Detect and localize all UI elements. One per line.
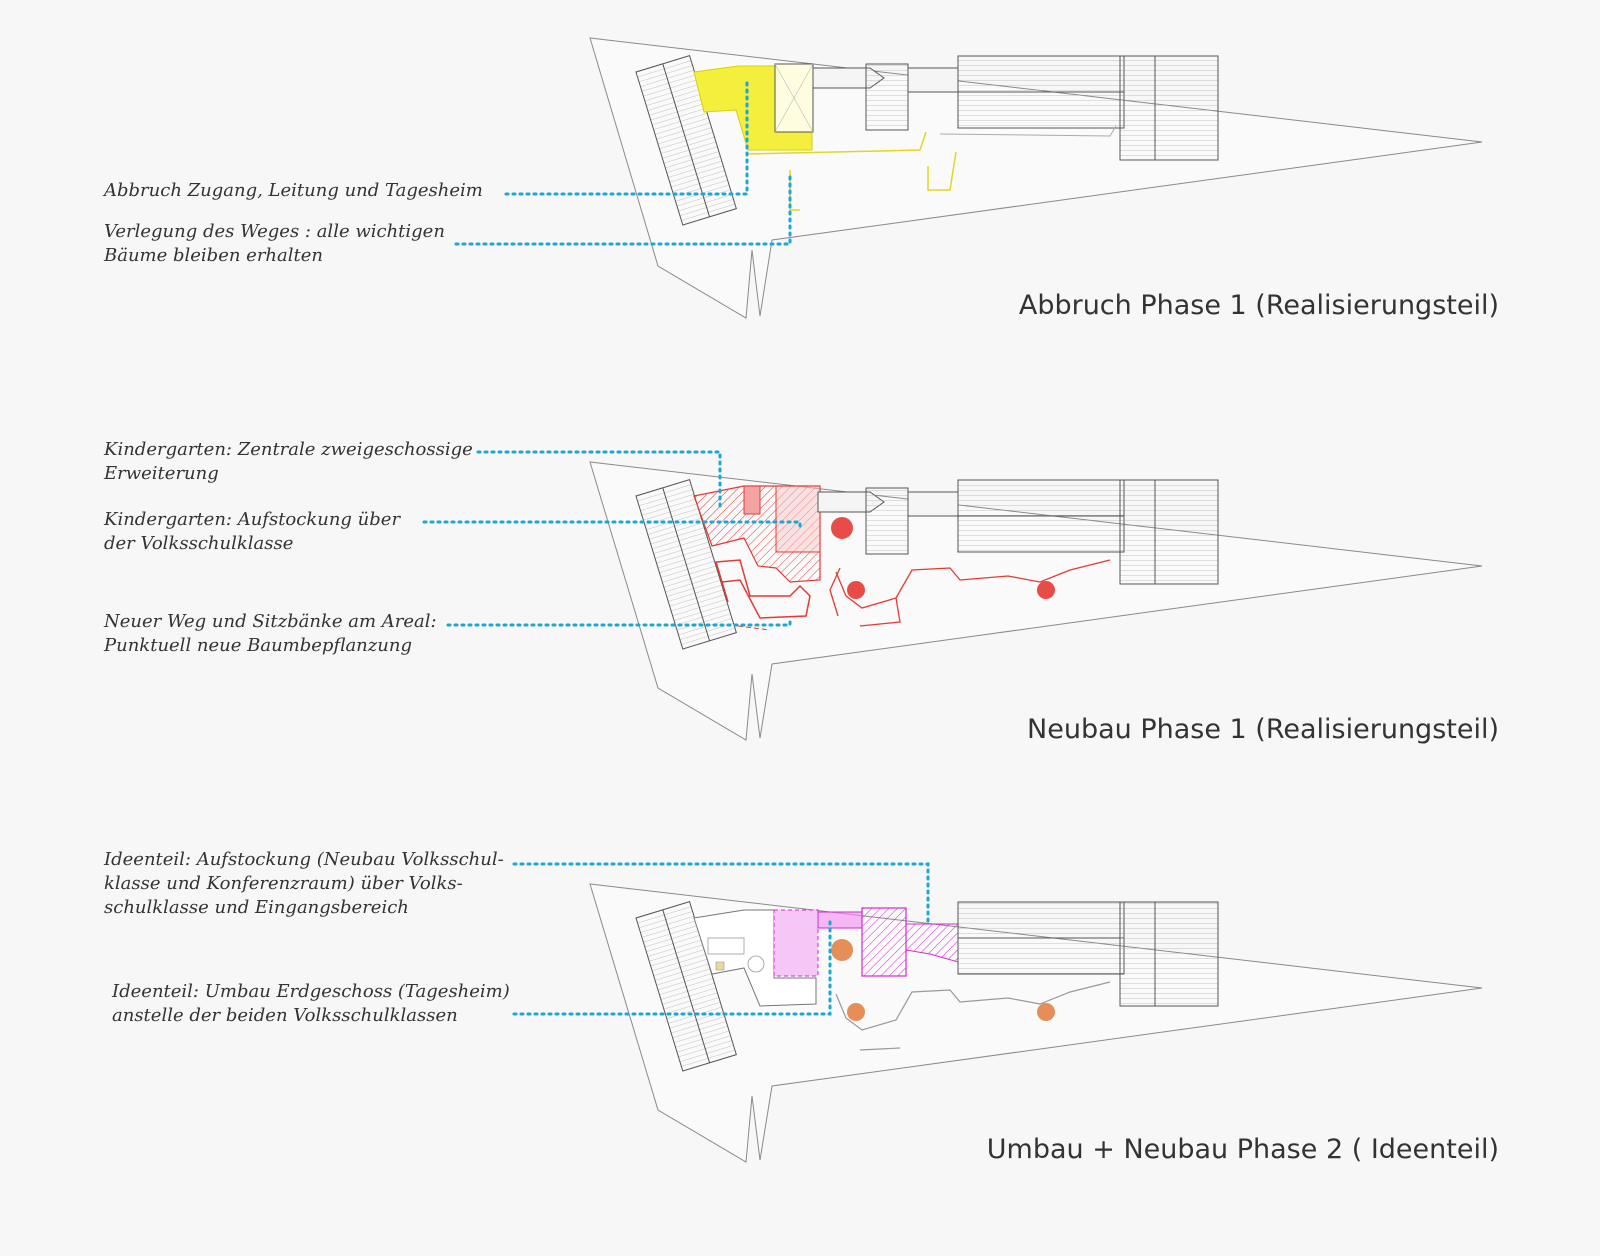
callout-idea-ground-floor: Ideenteil: Umbau Erdgeschoss (Tagesheim)… [112,981,510,1026]
phase-title: Umbau + Neubau Phase 2 ( Ideenteil) [986,1134,1499,1165]
tree [847,1003,865,1021]
idea-storey-addition [773,909,819,977]
callout-kindergarten-extension: Kindergarten: Zentrale zweigeschossige E… [104,439,473,484]
callout-demolition-access: Abbruch Zugang, Leitung und Tagesheim [104,180,483,201]
tree [1037,581,1055,599]
phase-title: Neubau Phase 1 (Realisierungsteil) [1027,714,1499,745]
callout-idea-storey: Ideenteil: Aufstockung (Neubau Volksschu… [104,849,504,918]
panel-phase-2: Ideenteil: Aufstockung (Neubau Volksschu… [0,838,1600,1256]
callout-new-path: Neuer Weg und Sitzbänke am Areal: Punktu… [104,611,437,656]
site-plan-demolition [589,37,1483,319]
tree [847,581,865,599]
panel-new-build-phase-1: Kindergarten: Zentrale zweigeschossige E… [0,420,1600,838]
new-path [829,559,1111,627]
panel-demolition-phase-1: Abbruch Zugang, Leitung und Tagesheim Ve… [0,0,1600,418]
tree [831,517,853,539]
callout-kindergarten-storey: Kindergarten: Aufstockung über der Volks… [104,509,401,554]
phase-title: Abbruch Phase 1 (Realisierungsteil) [1018,290,1499,321]
tree [1037,1003,1055,1021]
callout-path-relocation: Verlegung des Weges : alle wichtigen Bäu… [104,221,445,266]
tree [831,939,853,961]
